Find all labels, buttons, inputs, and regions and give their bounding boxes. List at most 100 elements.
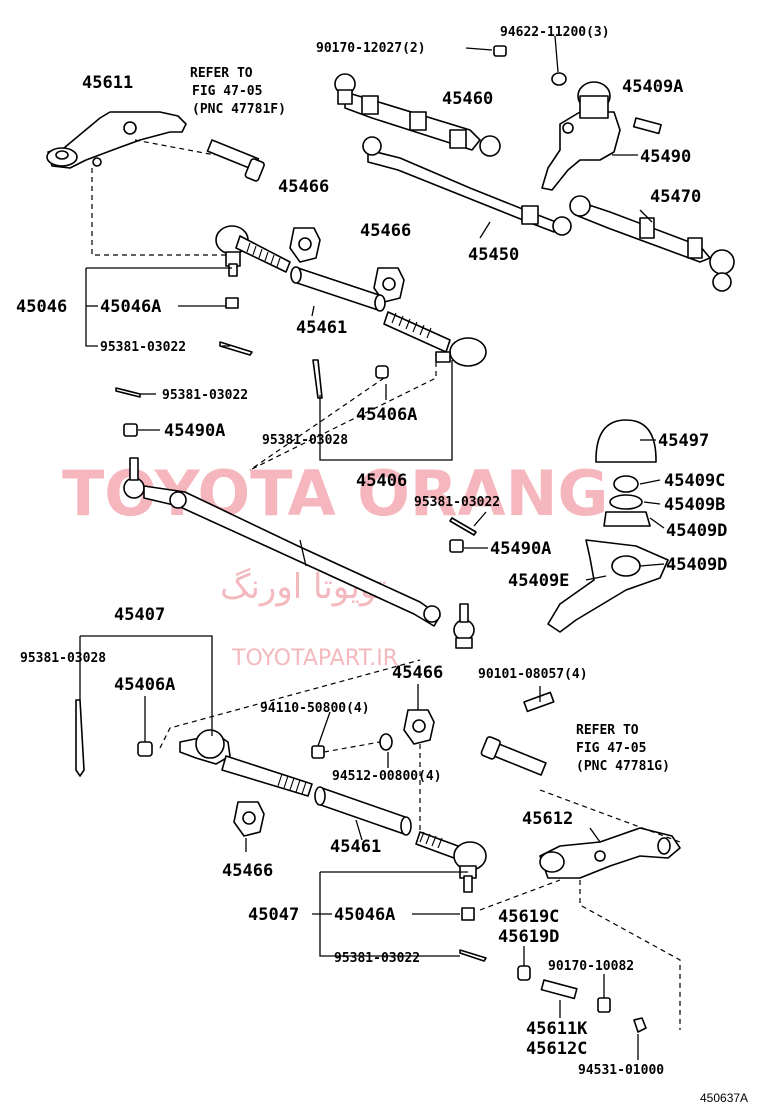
ref-upper-line2: FIG 47-05 (192, 84, 262, 99)
label-45409C: 45409C (664, 471, 725, 491)
label-45466-c: 45466 (392, 663, 443, 683)
ref-lower-line3: (PNC 47781G) (576, 759, 670, 774)
ref-upper-line1: REFER TO (190, 66, 253, 81)
nut-90170-12027 (493, 45, 507, 57)
tie-rod-end-45047 (415, 831, 487, 893)
label-90170-12027: 90170-12027(2) (316, 41, 426, 56)
label-45470: 45470 (650, 187, 701, 207)
bolt-45611K (540, 979, 578, 1000)
label-45612: 45612 (522, 809, 573, 829)
bolt-45409A (632, 117, 662, 135)
steering-arm-45490 (541, 81, 621, 191)
label-45461-a: 45461 (296, 318, 347, 338)
center-link-45460 (334, 73, 501, 157)
nut-45409C (613, 475, 639, 493)
ref-lower-line2: FIG 47-05 (576, 741, 646, 756)
seal-45409D-a (603, 511, 651, 527)
nut-45046A-lower (461, 907, 475, 921)
pin-94531-01000 (633, 1017, 647, 1033)
nut-45406A-lower (137, 741, 153, 757)
label-45409D-a: 45409D (666, 521, 727, 541)
label-45460: 45460 (442, 89, 493, 109)
washer-94512-00800 (379, 733, 393, 751)
boot-45497 (595, 419, 657, 463)
nut-45490A-lower (449, 539, 464, 553)
label-45497: 45497 (658, 431, 709, 451)
clamp-45466-b (373, 267, 405, 303)
label-45466-a: 45466 (278, 177, 329, 197)
label-45047: 45047 (248, 905, 299, 925)
label-95381-03022-c: 95381-03022 (414, 495, 500, 510)
cotter-pin-95381-03022-c (449, 517, 477, 536)
label-45046A-b: 45046A (334, 905, 395, 925)
nut-45406A-upper (375, 365, 389, 379)
label-45466-d: 45466 (222, 861, 273, 881)
washer-45409B (609, 494, 643, 510)
nut-45046A-upper (225, 297, 239, 309)
tie-rod-end-45406 (383, 311, 487, 367)
label-90170-10082: 90170-10082 (548, 959, 634, 974)
label-45619C: 45619C (498, 907, 559, 927)
clamp-45466-c (403, 709, 435, 745)
label-45406A-b: 45406A (114, 675, 175, 695)
clamp-45466-a (289, 227, 321, 263)
leader-45611-bolt (134, 139, 216, 156)
ref-upper-line3: (PNC 47781F) (192, 102, 286, 117)
bolt-90101-08057 (523, 691, 555, 713)
bushing-45409D-b (611, 555, 641, 577)
ref-lower-line1: REFER TO (576, 723, 639, 738)
label-45406A-a: 45406A (356, 405, 417, 425)
tie-rod-end-thread-upper (246, 242, 281, 268)
label-45490A-a: 45490A (164, 421, 225, 441)
figure-code: 450637A (700, 1091, 748, 1105)
cotter-pin-95381-03022-b (115, 387, 141, 398)
label-45409D-b: 45409D (666, 555, 727, 575)
nut-45490A-upper (123, 423, 138, 437)
label-45450: 45450 (468, 245, 519, 265)
washer-94622-11200 (551, 72, 567, 86)
cotter-pin-95381-03028-lower (75, 699, 85, 777)
label-90101-08057: 90101-08057(4) (478, 667, 588, 682)
label-94512-00800: 94512-00800(4) (332, 769, 442, 784)
label-45046A-a: 45046A (100, 297, 161, 317)
label-94622-11200: 94622-11200(3) (500, 25, 610, 40)
relay-rod (123, 457, 475, 649)
label-94110-50800: 94110-50800(4) (260, 701, 370, 716)
adjusting-tube-45461-upper (290, 266, 386, 312)
drag-link-45450 (362, 136, 572, 236)
label-45611: 45611 (82, 73, 133, 93)
label-45046: 45046 (16, 297, 67, 317)
label-45406: 45406 (356, 471, 407, 491)
label-45490A-b: 45490A (490, 539, 551, 559)
label-45611K: 45611K (526, 1019, 588, 1039)
label-45407: 45407 (114, 605, 165, 625)
adjusting-tube-45461-lower (314, 786, 412, 836)
bushing-45619C (517, 965, 531, 981)
label-95381-03022-b: 95381-03022 (162, 388, 248, 403)
label-94531-01000: 94531-01000 (578, 1063, 664, 1078)
label-95381-03022-d: 95381-03022 (334, 951, 420, 966)
cotter-pin-upper (219, 341, 253, 356)
label-45612C: 45612C (526, 1039, 587, 1059)
label-45461-b: 45461 (330, 837, 381, 857)
nut-94110-50800 (311, 745, 325, 759)
label-45409B: 45409B (664, 495, 725, 515)
cotter-pin-95381-03022-d (459, 949, 487, 962)
tie-rod-45470 (569, 195, 735, 292)
label-95381-03028-a: 95381-03028 (262, 433, 348, 448)
bolt-upper (206, 139, 265, 182)
tie-rod-end-45407 (179, 729, 313, 797)
label-45409E: 45409E (508, 571, 569, 591)
label-45490: 45490 (640, 147, 691, 167)
label-45409A: 45409A (622, 77, 683, 97)
leader-45611 (91, 168, 230, 256)
idler-arm-45611 (46, 111, 187, 169)
nut-90170-10082 (597, 997, 611, 1013)
clamp-45466-d (233, 801, 265, 837)
bolt-lower (480, 736, 547, 776)
label-45466-b: 45466 (360, 221, 411, 241)
label-45619D: 45619D (498, 927, 559, 947)
cotter-pin-95381-03028-upper (312, 359, 323, 399)
